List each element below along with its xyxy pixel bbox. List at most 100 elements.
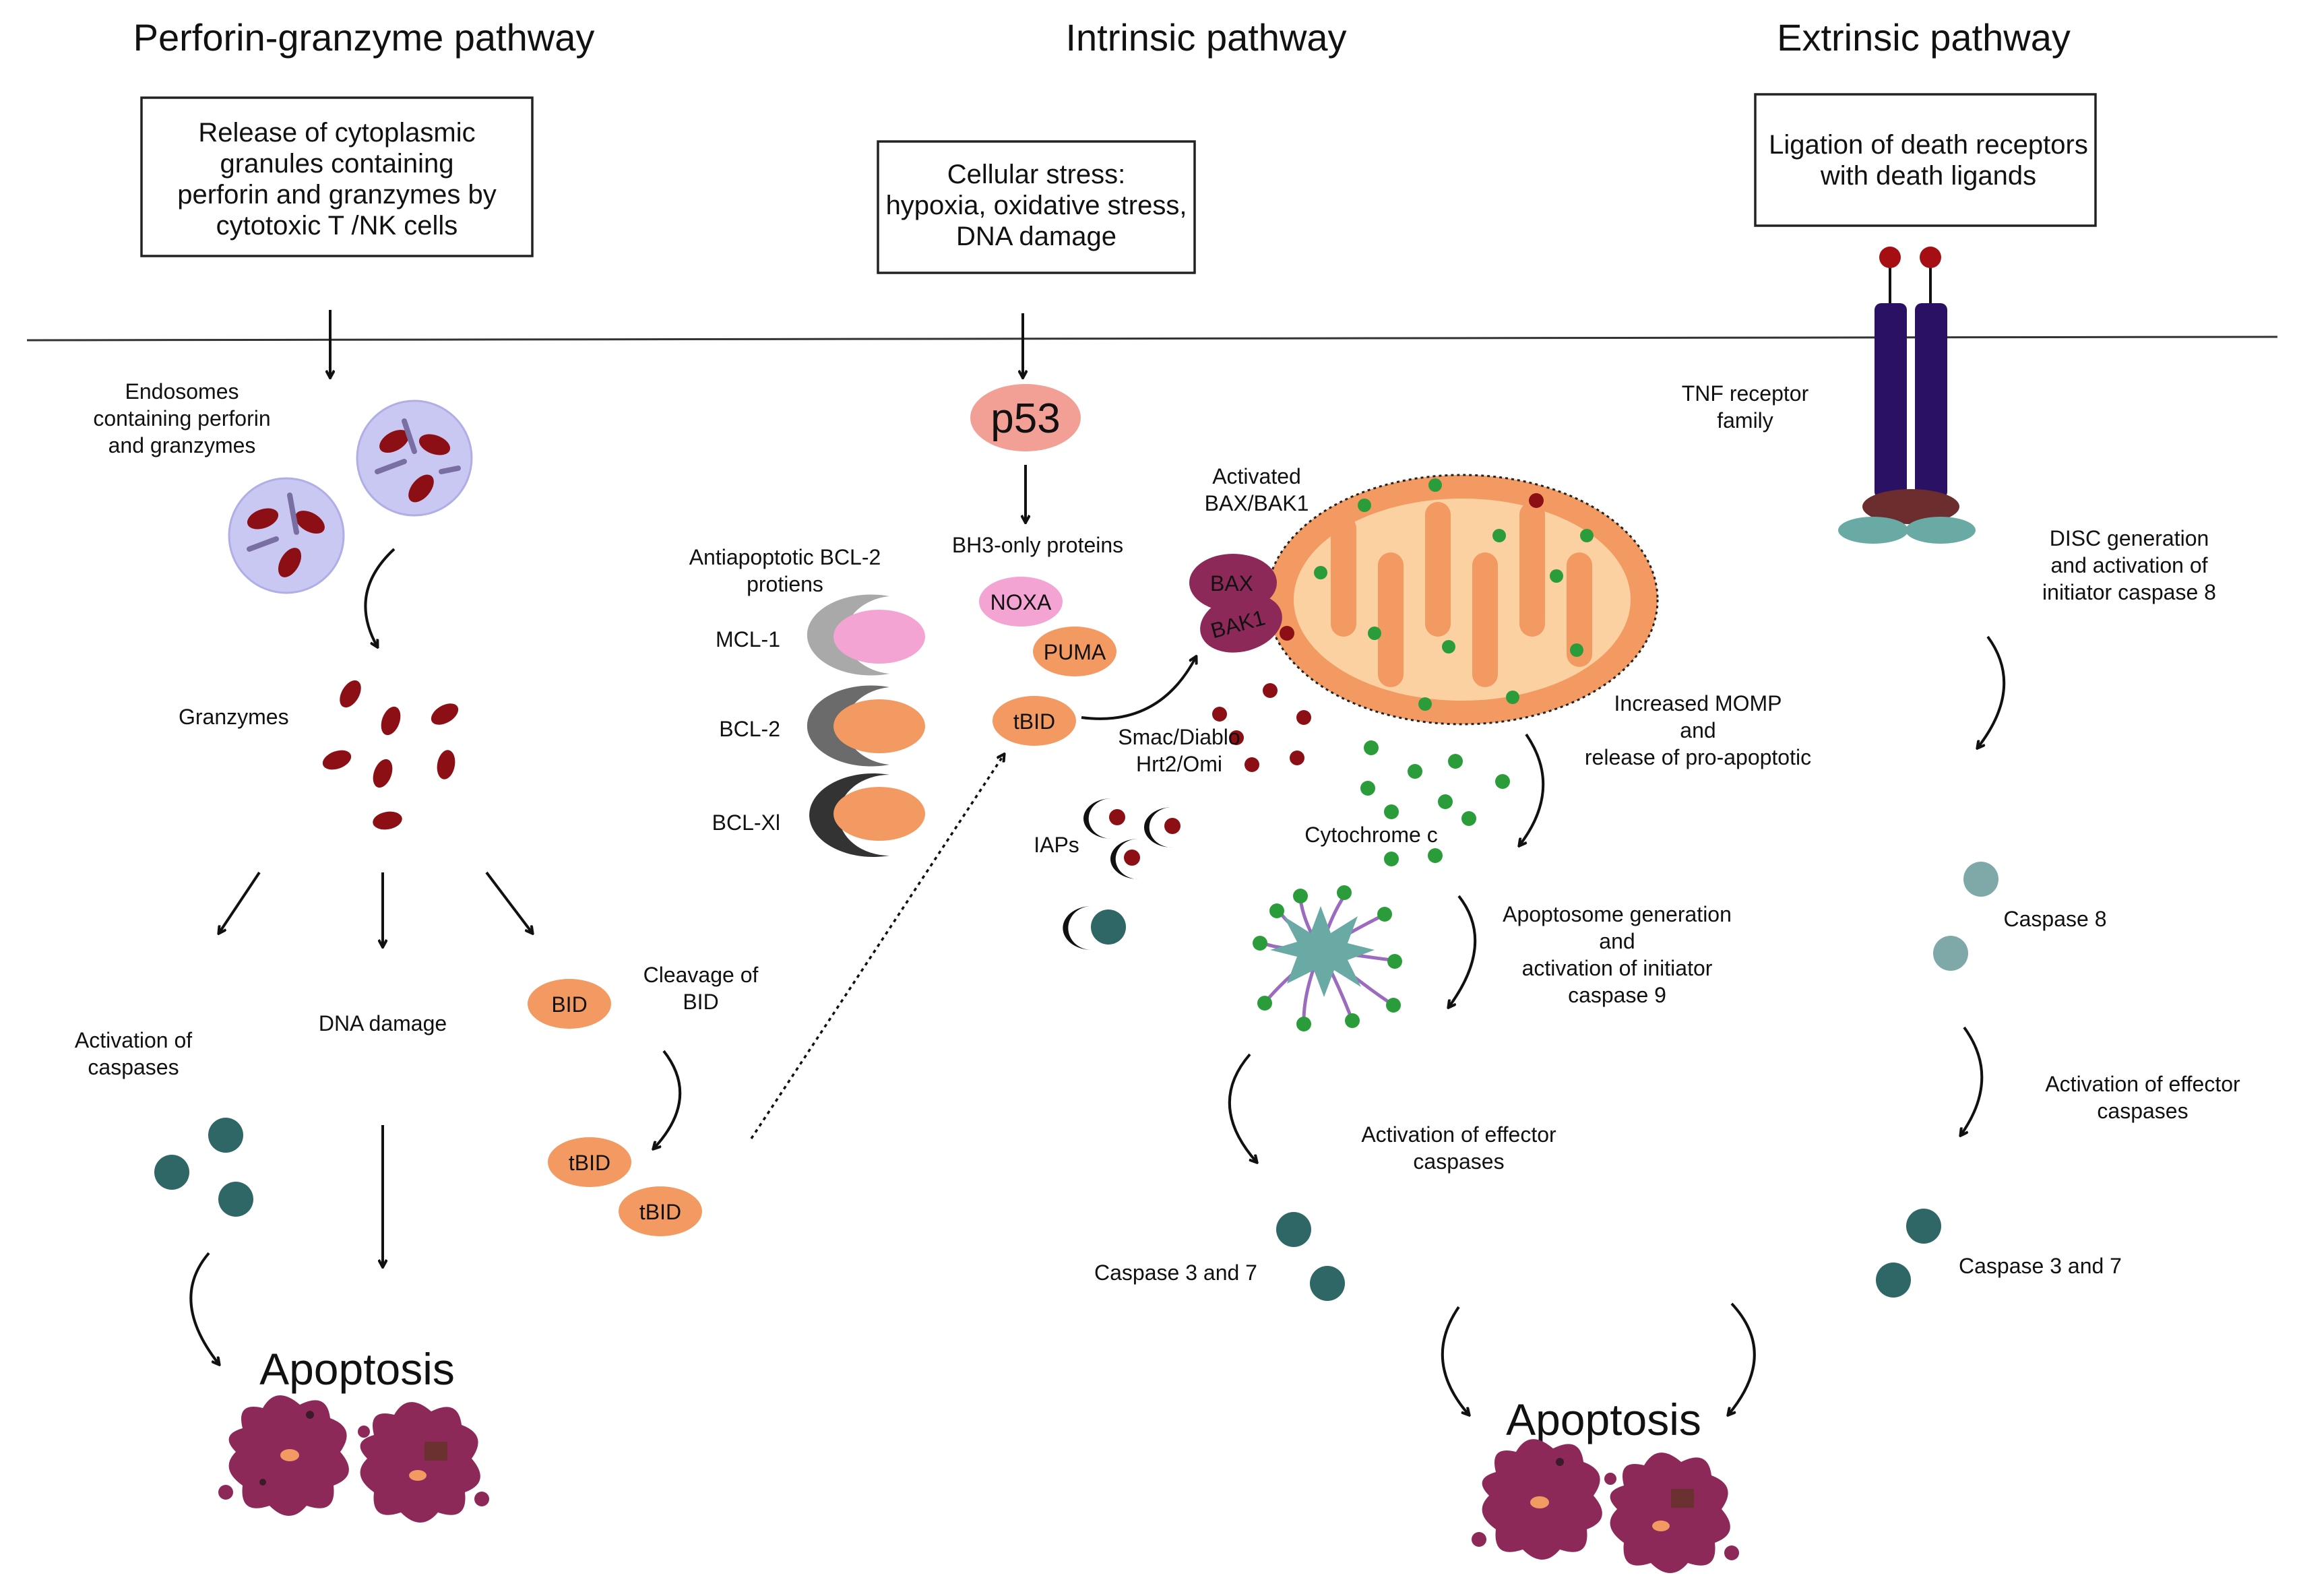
box-perforin-release: Release of cytoplasmic granules containi… bbox=[140, 96, 534, 257]
activation-of-caspases-label: Activation of caspases bbox=[75, 1028, 192, 1079]
mitochondrion bbox=[1265, 474, 1659, 726]
caspase-8 bbox=[1933, 862, 1998, 971]
title-perforin-granzyme: Perforin-granzyme pathway bbox=[133, 16, 595, 59]
tbid-pill: tBID bbox=[993, 696, 1076, 746]
tbid-label: tBID bbox=[569, 1151, 610, 1175]
caspase-3-7 bbox=[1276, 1212, 1345, 1301]
tbid-pill: tBID bbox=[619, 1186, 702, 1236]
arrow bbox=[1449, 895, 1477, 1007]
box-line: perforin and granzymes by bbox=[177, 180, 497, 210]
arrow bbox=[654, 1050, 682, 1149]
box-line: Ligation of death receptors bbox=[1769, 130, 2088, 160]
cytochrome-c-dots bbox=[1360, 740, 1510, 866]
label-line: protiens bbox=[747, 572, 823, 596]
label-line: TNF receptor bbox=[1682, 381, 1809, 406]
endosome bbox=[228, 477, 345, 594]
mcl1-label: MCL-1 bbox=[716, 627, 780, 651]
apoptosome bbox=[1253, 885, 1402, 1031]
arrow bbox=[1519, 733, 1545, 845]
box-line: cytotoxic T /NK cells bbox=[216, 211, 458, 241]
label-line: Activated bbox=[1212, 464, 1301, 488]
box-cellular-stress: Cellular stress: hypoxia, oxidative stre… bbox=[877, 140, 1196, 274]
label-line: Activation of effector bbox=[1361, 1122, 1556, 1147]
label-line: DISC generation bbox=[2050, 526, 2209, 550]
label-line: initiator caspase 8 bbox=[2042, 580, 2216, 604]
caspase8-label: Caspase 8 bbox=[2004, 907, 2107, 931]
label-line: Endosomes bbox=[125, 379, 239, 404]
box-line: with death ligands bbox=[1820, 161, 2036, 191]
label-line: and granzymes bbox=[108, 433, 256, 457]
caspase-cluster bbox=[154, 1118, 253, 1217]
label-line: family bbox=[1717, 408, 1773, 433]
tbid-pill: tBID bbox=[548, 1137, 631, 1187]
iap-complex bbox=[1110, 839, 1140, 879]
arrow bbox=[1978, 635, 2006, 748]
apoptotic-cell bbox=[1604, 1453, 1739, 1573]
p53-label: p53 bbox=[990, 395, 1060, 442]
disc-label: DISC generation and activation of initia… bbox=[2042, 526, 2216, 604]
tbid-label: tBID bbox=[1013, 709, 1055, 734]
box-line: granules containing bbox=[220, 149, 454, 179]
apoptosome-label: Apoptosome generation and activation of … bbox=[1503, 902, 1732, 1007]
label-line: and activation of bbox=[2050, 553, 2207, 577]
tnf-receptor-label: TNF receptor family bbox=[1682, 381, 1809, 433]
label-line: caspases bbox=[2097, 1099, 2188, 1123]
label-line: activation of initiator bbox=[1522, 956, 1713, 980]
label-line: Activation of effector bbox=[2045, 1072, 2240, 1096]
apoptotic-cell bbox=[218, 1395, 349, 1516]
granzymes-label: Granzymes bbox=[179, 705, 289, 729]
bax-label: BAX bbox=[1210, 571, 1253, 596]
arrow bbox=[189, 1252, 219, 1364]
label-line: Smac/Diablo bbox=[1118, 725, 1240, 749]
cytochrome-c-label: Cytochrome c bbox=[1304, 823, 1437, 847]
label-line: and bbox=[1680, 718, 1715, 742]
iaps-label: IAPs bbox=[1034, 833, 1079, 857]
box-line: Cellular stress: bbox=[947, 160, 1126, 189]
endosome bbox=[356, 400, 473, 517]
cleavage-of-bid-label: Cleavage of BID bbox=[643, 963, 759, 1014]
arrow bbox=[485, 871, 532, 933]
bclxl-protein bbox=[809, 773, 925, 857]
label-line: caspase 9 bbox=[1568, 983, 1666, 1007]
antiapoptotic-label: Antiapoptotic BCL-2 protiens bbox=[689, 545, 881, 596]
bclxl-label: BCL-Xl bbox=[712, 810, 780, 835]
mcl1-protein bbox=[807, 594, 925, 676]
apoptosis-label-right: Apoptosis bbox=[1506, 1395, 1701, 1444]
arrow bbox=[1441, 1306, 1469, 1415]
activated-bax-bak1-label: Activated BAX/BAK1 bbox=[1205, 464, 1309, 515]
label-line: containing perforin bbox=[93, 406, 270, 430]
noxa-label: NOXA bbox=[990, 590, 1052, 614]
label-line: release of pro-apoptotic bbox=[1585, 745, 1811, 769]
intrinsic-effector-label: Activation of effector caspases bbox=[1361, 1122, 1556, 1174]
arrow bbox=[219, 871, 261, 933]
apoptotic-cell bbox=[358, 1402, 489, 1523]
label-line: caspases bbox=[88, 1055, 179, 1079]
label-line: caspases bbox=[1413, 1149, 1504, 1174]
smac-diablo-dots bbox=[1212, 683, 1311, 772]
title-extrinsic: Extrinsic pathway bbox=[1777, 16, 2071, 59]
extrinsic-caspase37-label: Caspase 3 and 7 bbox=[1959, 1254, 2122, 1278]
iap-caspase-complex bbox=[1063, 906, 1126, 950]
label-line: BAX/BAK1 bbox=[1205, 491, 1309, 515]
dna-damage-label: DNA damage bbox=[319, 1011, 447, 1035]
label-line: Activation of bbox=[75, 1028, 192, 1052]
label-line: Apoptosome generation bbox=[1503, 902, 1732, 926]
arrow bbox=[364, 548, 396, 647]
arrow bbox=[1228, 1053, 1257, 1162]
puma-label: PUMA bbox=[1044, 640, 1106, 664]
bcl2-label: BCL-2 bbox=[719, 717, 780, 741]
noxa-pill: NOXA bbox=[979, 577, 1063, 627]
arrow bbox=[1081, 657, 1196, 720]
bak1-protein: BAK1 bbox=[1200, 594, 1282, 653]
dotted-arrow bbox=[750, 755, 1004, 1139]
puma-pill: PUMA bbox=[1033, 627, 1116, 676]
smac-diablo-label: Smac/Diablo Hrt2/Omi bbox=[1118, 725, 1240, 776]
box-line: DNA damage bbox=[956, 222, 1116, 251]
arrow bbox=[1961, 1026, 1984, 1135]
iap-complex bbox=[1083, 798, 1125, 839]
tbid-label: tBID bbox=[639, 1200, 681, 1224]
label-line: BID bbox=[683, 990, 718, 1014]
label-line: and bbox=[1599, 929, 1635, 953]
bh3-only-label: BH3-only proteins bbox=[952, 533, 1123, 557]
